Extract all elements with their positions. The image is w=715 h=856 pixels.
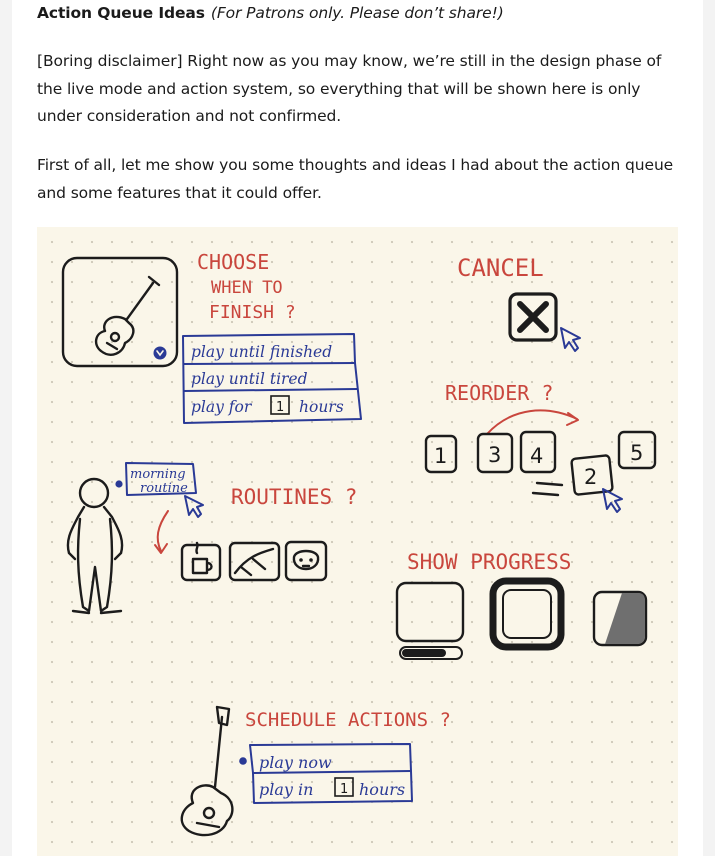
hours-input-value: 1 <box>276 400 284 415</box>
concept-sketch: CHOOSE WHEN TO FINISH ? play until finis… <box>61 250 657 837</box>
finish-options-list: play until finished play until tired pla… <box>182 333 362 424</box>
post-subtitle: (For Patrons only. Please don’t share!) <box>210 4 504 22</box>
cursor-arrow-icon <box>602 488 623 513</box>
queue-item-3[interactable]: 3 <box>476 432 514 474</box>
routines-arrowhead <box>154 543 168 554</box>
reorder-arrow <box>486 409 578 435</box>
routines-heading: ROUTINES ? <box>231 485 357 509</box>
reorder-heading: REORDER ? <box>445 381 553 405</box>
cursor-arrow-icon <box>184 495 204 518</box>
cursor-arrow-icon <box>560 327 581 352</box>
progress-bar-fill <box>402 649 446 657</box>
reorder-section: REORDER ? 1 3 4 2 <box>424 381 657 513</box>
disclaimer-paragraph: [Boring disclaimer] Right now as you may… <box>37 48 677 131</box>
bullet-dot <box>239 757 247 765</box>
post-title-line: Action Queue Ideas (For Patrons only. Ple… <box>37 0 677 28</box>
schedule-option-play-in-hours[interactable]: play in 1 hours <box>259 777 405 799</box>
guitar-icon <box>180 705 234 837</box>
queue-item-2-dragging[interactable]: 2 <box>570 454 614 496</box>
cancel-button[interactable] <box>508 292 558 342</box>
hours-input-box[interactable] <box>334 777 354 797</box>
reorder-arrowhead <box>566 412 579 426</box>
schedule-option-hours-label: hours <box>359 780 405 799</box>
schedule-section: SCHEDULE ACTIONS ? play now play in <box>180 705 451 837</box>
cancel-section: CANCEL <box>457 254 581 352</box>
schedule-option-play-in-label: play in <box>259 780 313 799</box>
routine-step-dog[interactable] <box>284 540 328 582</box>
queue-item-1-label: 1 <box>434 444 447 468</box>
coffee-cup-icon <box>191 557 213 575</box>
dog-icon <box>292 549 320 571</box>
dropdown-chevron-icon <box>153 346 167 360</box>
finish-option-hours-label: hours <box>299 398 344 416</box>
intro-line-2: and some features that it could offer. <box>37 183 322 202</box>
drag-motion-lines <box>531 481 564 497</box>
routine-chip-line-2: routine <box>140 481 188 496</box>
concept-sketch-image: CHOOSE WHEN TO FINISH ? play until finis… <box>37 227 678 856</box>
queue-item-4[interactable]: 4 <box>519 430 557 474</box>
queue-item-4-label: 4 <box>530 444 543 468</box>
schedule-options-list: play now play in 1 hours <box>249 743 413 804</box>
routines-arrow <box>156 510 169 552</box>
progress-fill-style-example <box>592 590 648 647</box>
choose-heading-line-3: FINISH ? <box>209 302 296 323</box>
progress-bar-style-example <box>395 581 465 660</box>
activity-card <box>61 256 179 368</box>
intro-paragraph: First of all, let me show you some thoug… <box>37 152 677 207</box>
close-icon <box>517 301 549 333</box>
routine-chip-morning[interactable]: morning routine <box>125 462 197 496</box>
choose-finish-section: CHOOSE WHEN TO FINISH ? play until finis… <box>61 250 362 424</box>
progress-section: SHOW PROGRESS <box>395 550 648 660</box>
choose-heading-line-2: WHEN TO <box>211 278 283 298</box>
hours-input-value: 1 <box>340 782 348 797</box>
queue-item-5-label: 5 <box>630 441 643 465</box>
queue-item-5[interactable]: 5 <box>617 430 657 470</box>
hours-input-box[interactable] <box>270 395 290 415</box>
post-card: Action Queue Ideas (For Patrons only. Ple… <box>12 0 703 856</box>
disclaimer-line-2: the live mode and action system, so ever… <box>37 79 641 98</box>
finish-option-play-for-hours[interactable]: play for 1 hours <box>191 395 344 416</box>
choose-heading-line-1: CHOOSE <box>197 250 269 274</box>
routines-section: morning routine ROUTINES ? <box>66 462 357 615</box>
cancel-heading: CANCEL <box>457 254 544 282</box>
shower-icon <box>233 547 275 577</box>
schedule-heading: SCHEDULE ACTIONS ? <box>245 709 451 731</box>
finish-option-until-finished[interactable]: play until finished <box>191 343 332 361</box>
queue-item-1[interactable]: 1 <box>424 434 458 474</box>
progress-heading: SHOW PROGRESS <box>407 550 571 574</box>
post-title: Action Queue Ideas <box>37 4 205 22</box>
progress-border-style-example <box>489 577 565 651</box>
finish-option-play-for-label: play for <box>191 398 253 416</box>
intro-line-1: First of all, let me show you some thoug… <box>37 156 674 174</box>
routine-step-shower[interactable] <box>228 541 281 582</box>
finish-option-until-tired[interactable]: play until tired <box>191 370 308 388</box>
schedule-option-play-now[interactable]: play now <box>259 753 332 772</box>
routine-chip-line-1: morning <box>130 467 186 482</box>
disclaimer-line-3: under consideration and not confirmed. <box>37 107 342 125</box>
queue-item-3-label: 3 <box>488 443 501 467</box>
bullet-dot <box>115 480 123 488</box>
disclaimer-line-1: [Boring disclaimer] Right now as you may… <box>37 52 662 70</box>
guitar-icon <box>94 275 161 356</box>
person-figure <box>66 477 124 615</box>
routine-step-coffee[interactable] <box>180 541 222 582</box>
queue-item-2-label: 2 <box>584 465 597 489</box>
